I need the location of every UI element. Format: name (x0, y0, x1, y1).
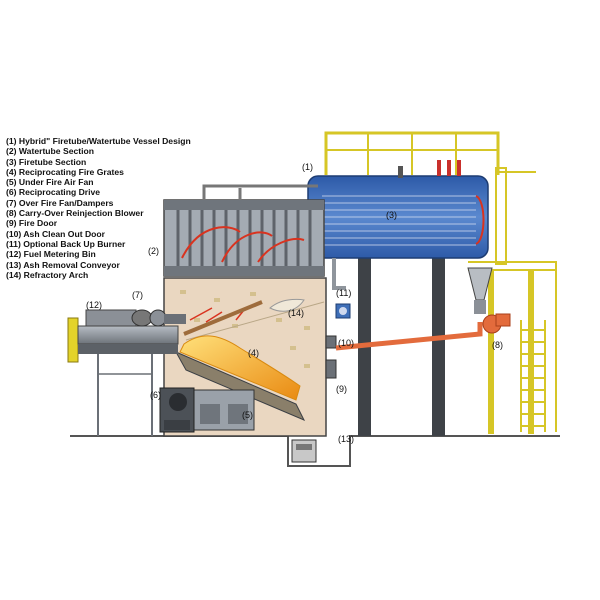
legend-item: (11) Optional Back Up Burner (6, 238, 126, 249)
legend-item: (10) Ash Clean Out Door (6, 228, 105, 239)
over-fire-fan (149, 300, 263, 336)
callout-5: (5) (242, 410, 253, 420)
reciprocating-drive (159, 387, 195, 433)
callout-2: (2) (148, 246, 159, 256)
legend-item: (12) Fuel Metering Bin (6, 249, 96, 260)
legend-item: (5) Under Fire Air Fan (6, 177, 94, 188)
callout-3: (3) (386, 210, 397, 220)
fuel-metering-bin (67, 309, 179, 436)
legend-item: (3) Firetube Section (6, 156, 87, 167)
legend-item: (13) Ash Removal Conveyor (6, 259, 120, 270)
callout-11: (11) (336, 288, 351, 298)
callout-7: (7) (132, 290, 143, 300)
callout-labels: (1) (2) (3) (4) (5) (6) (7) (8) (9) (10)… (86, 162, 503, 444)
legend-item: (4) Reciprocating Fire Grates (6, 166, 124, 177)
reciprocating-grates (174, 335, 306, 421)
callout-8: (8) (492, 340, 503, 350)
callout-9: (9) (336, 384, 347, 394)
legend-item: (2) Watertube Section (6, 146, 95, 157)
callout-10: (10) (338, 338, 354, 348)
ash-removal-conveyor (291, 439, 317, 463)
legend-item: (9) Fire Door (6, 218, 58, 229)
callout-4: (4) (248, 348, 259, 358)
under-fire-air-fan (193, 389, 255, 431)
legend-item: (6) Reciprocating Drive (6, 187, 101, 198)
callout-1: (1) (302, 162, 313, 172)
legend-item: (8) Carry-Over Reinjection Blower (6, 208, 144, 219)
legend-item: (14) Refractory Arch (6, 269, 89, 280)
callout-6: (6) (150, 390, 161, 400)
backup-burner (335, 303, 351, 319)
callout-14: (14) (288, 308, 304, 318)
fire-door (325, 335, 337, 379)
reinjection-duct (335, 267, 511, 351)
watertube-section (163, 184, 346, 290)
legend-item: (1) Hybrid" Firetube/Watertube Vessel De… (6, 136, 191, 146)
legend-item: (7) Over Fire Fan/Dampers (6, 197, 114, 208)
access-platform (324, 131, 557, 434)
callout-13: (13) (338, 434, 354, 444)
component-legend: (1) Hybrid" Firetube/Watertube Vessel De… (6, 136, 206, 280)
firetube-vessel (305, 160, 489, 259)
callout-12: (12) (86, 300, 102, 310)
